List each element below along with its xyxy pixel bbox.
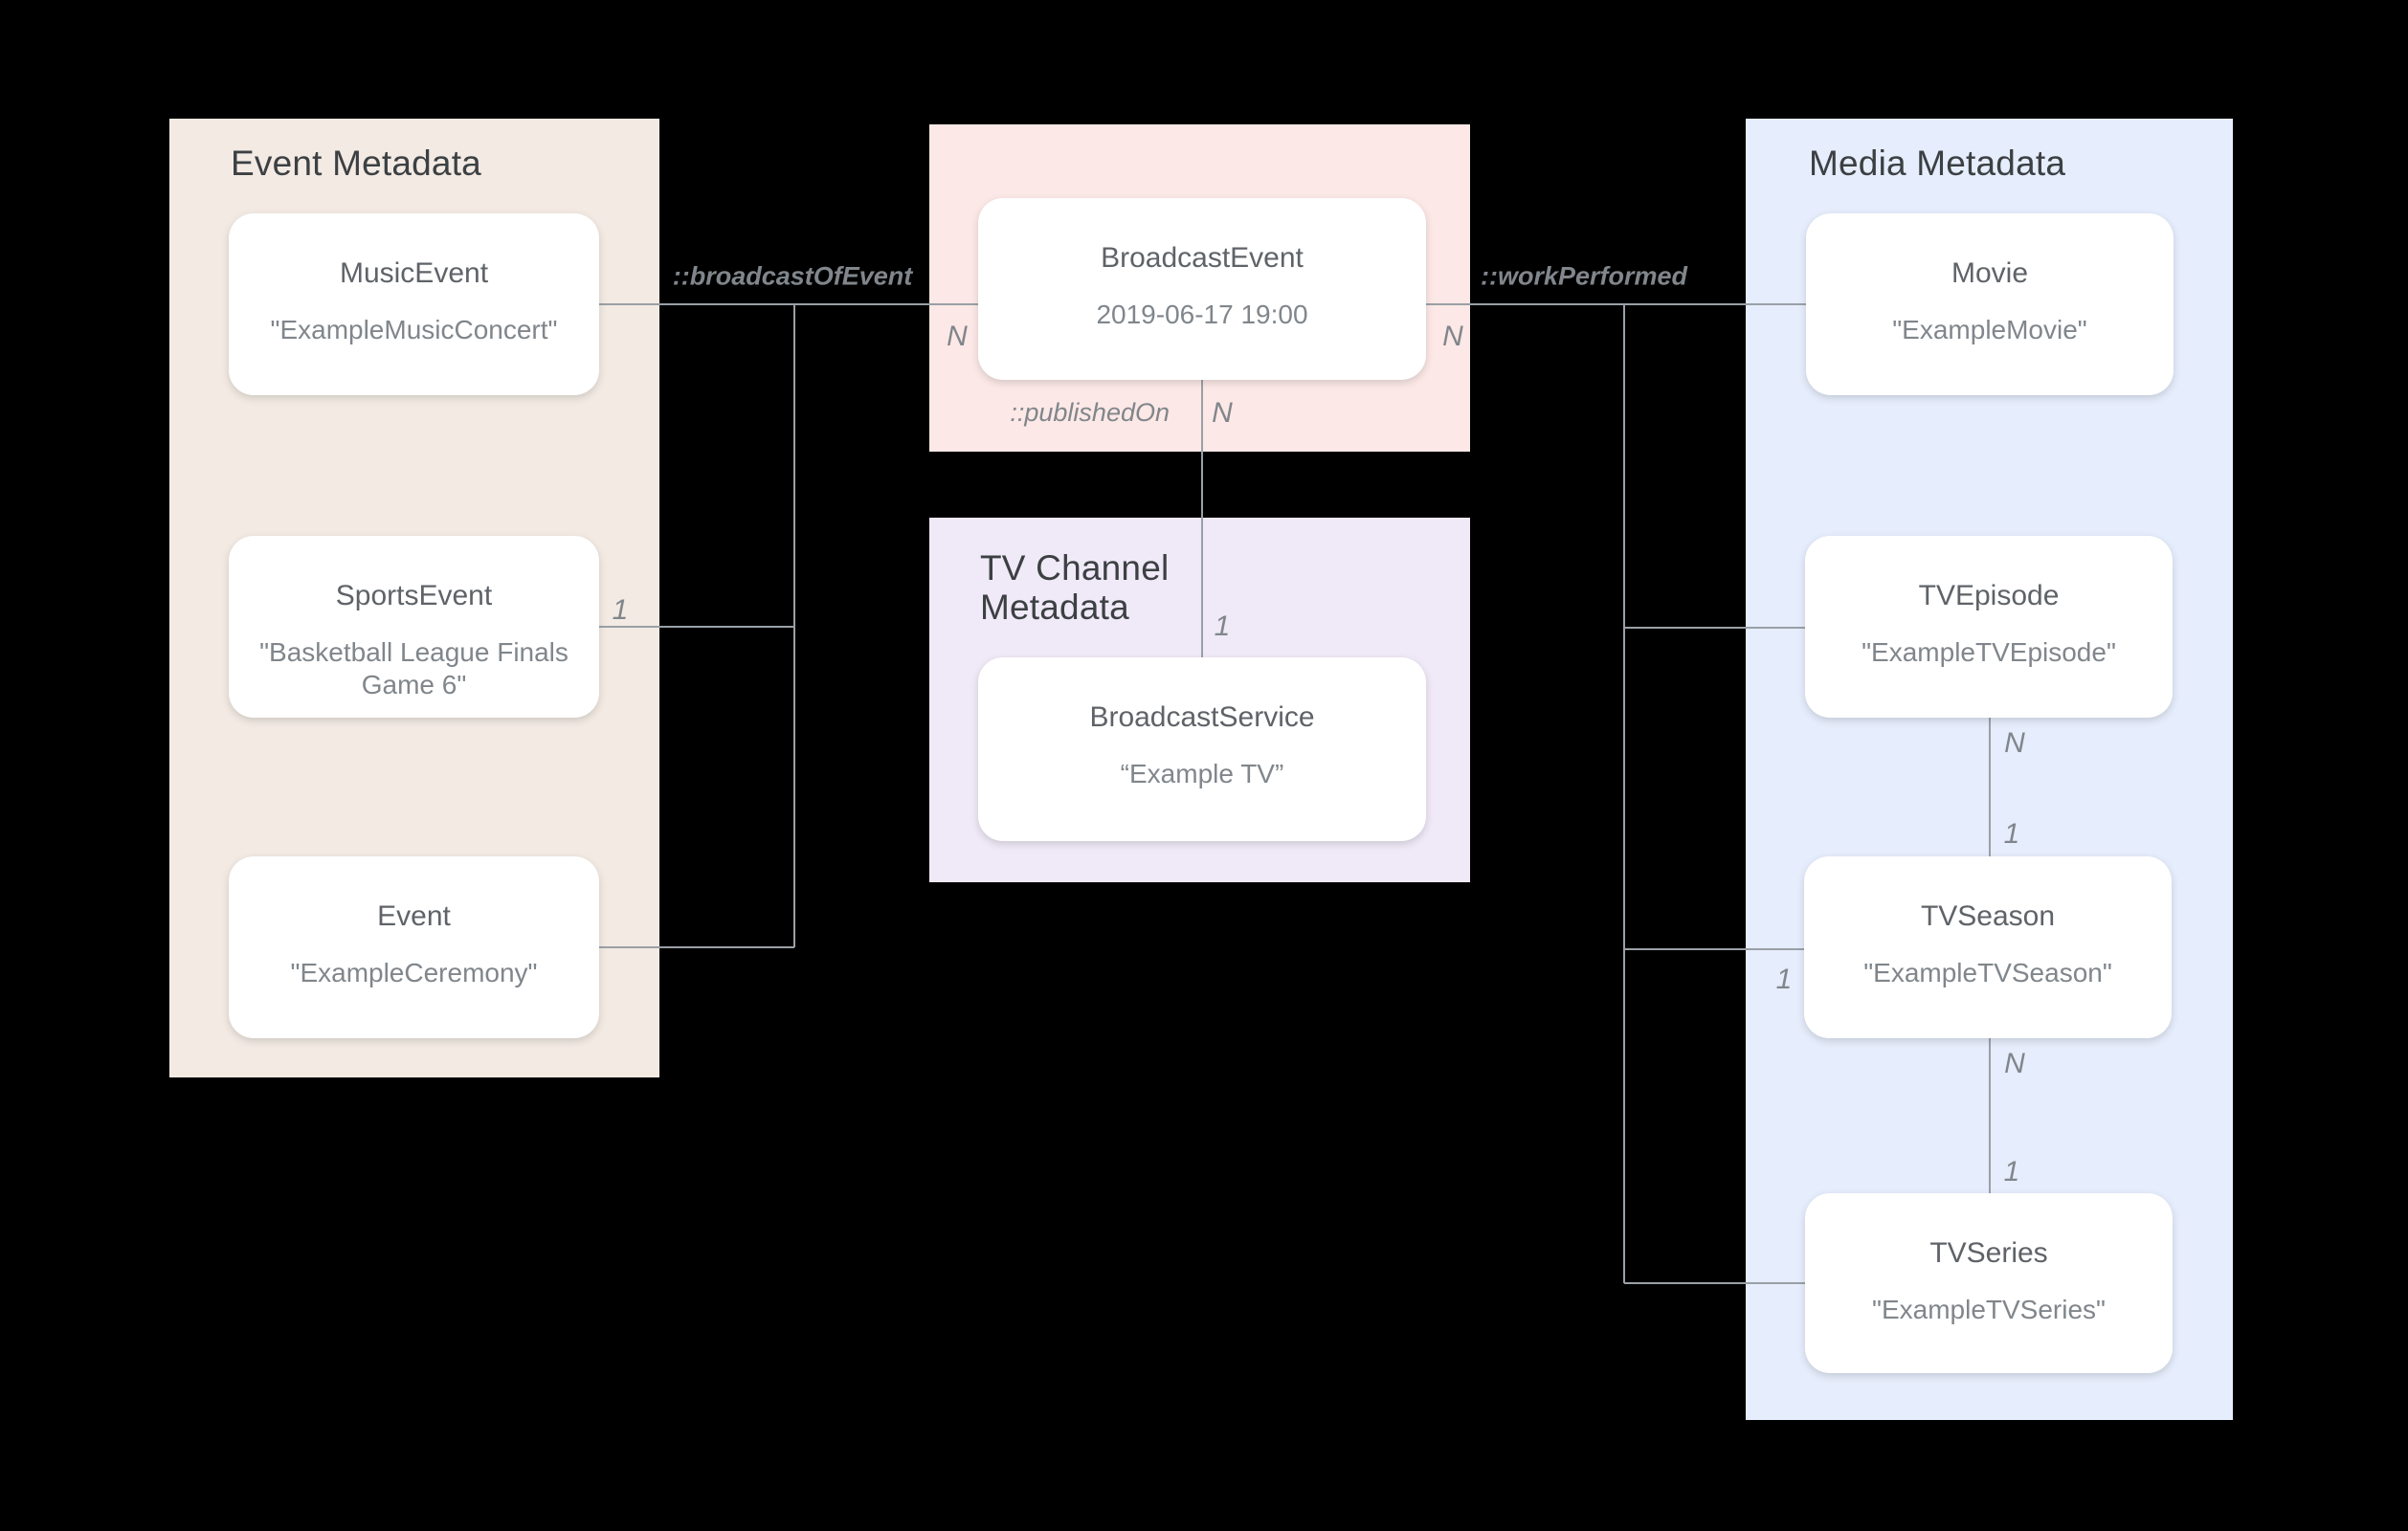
event-name: Event [377,900,451,932]
tv-series-card: TVSeries "ExampleTVSeries" [1805,1193,2173,1373]
music-event-value: "ExampleMusicConcert" [270,315,558,344]
broadcast-event-card: BroadcastEvent 2019-06-17 19:00 [978,198,1426,380]
sports-event-name: SportsEvent [335,580,493,611]
tv-season-card: TVSeason "ExampleTVSeason" [1804,856,2172,1038]
broadcast-service-card: BroadcastService “Example TV” [978,657,1426,841]
tv-channel-metadata-title: TV Channel Metadata [980,548,1170,628]
cardinality-work-performed-n: N [1442,321,1463,352]
tv-season-name: TVSeason [1920,900,2056,932]
tv-episode-value: "ExampleTVEpisode" [1862,637,2116,667]
movie-value: "ExampleMovie" [1892,315,2087,344]
event-metadata-title: Event Metadata [231,144,481,183]
tv-series-value: "ExampleTVSeries" [1872,1295,2106,1324]
cardinality-broadcast-of-event-n: N [947,321,968,352]
broadcast-event-value: 2019-06-17 19:00 [1096,300,1308,329]
relation-broadcast-of-event-label: ::broadcastOfEvent [672,261,913,291]
sports-event-value: "Basketball League Finals Game 6" [259,637,569,700]
cardinality-season-series-1: 1 [2003,1156,2020,1187]
tv-season-value: "ExampleTVSeason" [1863,958,2112,987]
cardinality-episode-season-1: 1 [2003,818,2020,850]
cardinality-sports-event-1: 1 [612,594,629,626]
tv-series-name: TVSeries [1929,1237,2048,1269]
event-value: "ExampleCeremony" [290,958,538,987]
tv-episode-card: TVEpisode "ExampleTVEpisode" [1805,536,2173,718]
tv-episode-name: TVEpisode [1918,580,2060,611]
broadcast-event-name: BroadcastEvent [1101,242,1304,274]
broadcast-service-value: “Example TV” [1120,759,1284,788]
music-event-card: MusicEvent "ExampleMusicConcert" [229,213,599,395]
cardinality-published-on-n: N [1212,397,1233,429]
movie-card: Movie "ExampleMovie" [1806,213,2174,395]
cardinality-episode-season-n: N [2004,727,2025,759]
media-metadata-title: Media Metadata [1809,144,2066,183]
cardinality-tv-season-1: 1 [1775,964,1793,995]
relation-published-on-label: ::publishedOn [1010,398,1170,427]
cardinality-broadcast-service-1: 1 [1214,610,1231,642]
music-event-name: MusicEvent [339,257,489,289]
event-card: Event "ExampleCeremony" [229,856,599,1038]
sports-event-card: SportsEvent "Basketball League Finals Ga… [229,536,599,718]
movie-name: Movie [1951,257,2029,289]
relation-work-performed-label: ::workPerformed [1480,261,1688,291]
broadcast-service-name: BroadcastService [1089,701,1315,733]
cardinality-season-series-n: N [2004,1048,2025,1079]
